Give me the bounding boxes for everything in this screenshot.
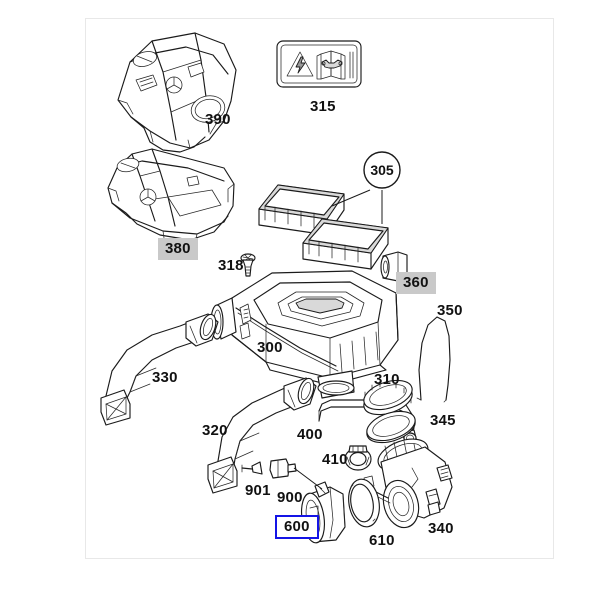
part-label-410: 410 xyxy=(322,451,348,468)
part-label-390: 390 xyxy=(205,111,231,128)
part-330-intake-duct xyxy=(100,313,219,426)
part-300-air-filter-housing xyxy=(210,270,399,399)
part-345-sealing-ring xyxy=(366,410,416,444)
part-305-air-filter-elements xyxy=(258,151,401,270)
part-label-400: 400 xyxy=(297,426,323,443)
part-390-engine-cover-upper xyxy=(117,32,237,153)
part-label-901: 901 xyxy=(245,482,271,499)
part-label-318: 318 xyxy=(218,257,244,274)
part-310-clamp-ring xyxy=(363,379,413,416)
part-label-320: 320 xyxy=(202,422,228,439)
part-320-intake-duct-lower xyxy=(207,377,317,494)
part-label-345: 345 xyxy=(430,412,456,429)
part-label-350: 350 xyxy=(437,302,463,319)
part-label-315: 315 xyxy=(310,98,336,115)
part-label-330: 330 xyxy=(152,369,178,386)
part-901-retaining-pin xyxy=(241,461,263,475)
air-filter-upper xyxy=(258,184,345,236)
part-900-sensor-retainer xyxy=(269,458,323,490)
part-610-o-ring xyxy=(348,478,380,528)
part-label-310: 310 xyxy=(374,371,400,388)
part-label-300: 300 xyxy=(257,339,283,356)
part-380-engine-cover-lower xyxy=(107,148,235,241)
part-318-screw xyxy=(240,253,256,277)
part-label-340: 340 xyxy=(428,520,454,537)
part-label-600: 600 xyxy=(275,515,319,539)
air-filter-lower xyxy=(302,218,389,270)
part-350-wire-clip xyxy=(416,316,451,403)
part-label-305: 305 xyxy=(370,162,394,178)
part-label-380: 380 xyxy=(158,238,198,260)
part-410-hose-clamp xyxy=(344,445,372,471)
part-315-warning-label xyxy=(276,40,362,88)
part-label-900: 900 xyxy=(277,489,303,506)
part-label-610: 610 xyxy=(369,532,395,549)
part-label-360: 360 xyxy=(396,272,436,294)
diagram-frame xyxy=(85,18,554,559)
part-340-intake-elbow xyxy=(363,438,453,529)
